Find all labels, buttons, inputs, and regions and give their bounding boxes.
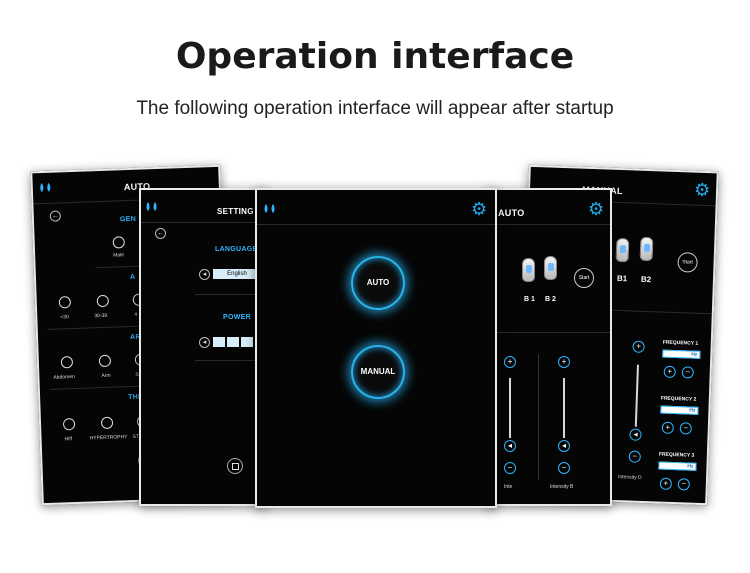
auto-button[interactable]: AUTO [351, 256, 405, 310]
probe-b1-label: B 1 [524, 296, 535, 303]
intensity-d-label: Intensity D [617, 474, 642, 481]
setting-screen: SETTING ← LANGUAGE ◂ English POWER ◂ [139, 188, 267, 506]
back-icon[interactable]: ← [49, 210, 61, 222]
therapy-option-hiff-label: Hiff [64, 436, 73, 443]
page-title: Operation interface [175, 36, 575, 77]
age-option-1[interactable] [58, 296, 72, 309]
frequency-3-input[interactable]: Hz [658, 461, 697, 471]
power-decrease-icon[interactable]: ◂ [199, 337, 210, 348]
therapy-option-hypertrophy-label: HYPERTROPHY [89, 434, 128, 442]
age-option-2-label: 30-39 [94, 312, 108, 320]
language-prev-icon[interactable]: ◂ [199, 269, 210, 280]
therapy-option-hiff[interactable] [62, 418, 76, 431]
screen-header: SETTING [217, 207, 254, 216]
probe-b1-icon[interactable] [615, 237, 630, 263]
probe-b2-label: B 2 [545, 296, 556, 303]
intensity-a-slider[interactable] [509, 378, 511, 438]
frequency-1-plus[interactable]: + [663, 365, 676, 379]
intensity-a-minus-button[interactable]: − [504, 462, 516, 474]
gender-section-label: GEN [119, 215, 137, 224]
age-option-2[interactable] [96, 294, 110, 308]
screen-header: AUTO [498, 208, 525, 218]
power-level-cell [213, 337, 225, 347]
probe-b1-icon[interactable] [522, 258, 535, 282]
intensity-slider[interactable] [634, 364, 639, 427]
intensity-b-slider[interactable] [563, 378, 565, 438]
frequency-3-minus[interactable]: − [677, 478, 691, 491]
gear-icon[interactable]: ⚙ [693, 179, 711, 201]
gear-icon[interactable]: ⚙ [588, 199, 605, 219]
power-label: POWER [223, 314, 251, 321]
probe-b2-icon[interactable] [544, 256, 557, 280]
language-select[interactable]: English [213, 269, 261, 279]
probe-b2-icon[interactable] [639, 236, 654, 262]
age-option-1-label: <30 [60, 314, 69, 321]
intensity-plus-button[interactable]: + [632, 340, 645, 353]
frequency-2-label: FREQUENCY 2 [660, 395, 697, 403]
back-icon[interactable]: ← [155, 228, 166, 239]
frequency-1-minus[interactable]: − [681, 366, 694, 379]
start-button[interactable]: Start [574, 268, 594, 288]
intensity-b-plus-button[interactable]: + [558, 356, 570, 368]
start-button[interactable]: Start [677, 252, 698, 273]
probe-b2-label: B2 [640, 274, 652, 285]
probe-logo-icon [40, 182, 51, 193]
intensity-a-plus-button[interactable]: + [504, 356, 516, 368]
power-level-cell [241, 337, 253, 347]
main-menu-screen: ⚙ AUTO MANUAL [255, 188, 497, 508]
frequency-1-input[interactable]: Hz [662, 349, 701, 359]
page-subtitle: The following operation interface will a… [136, 98, 614, 119]
gear-icon[interactable]: ⚙ [471, 199, 488, 219]
auto-menu-screen: AUTO ← GEN Male A <30 30-39 4 AR Abdomen… [30, 164, 232, 506]
age-section-label: A [129, 273, 136, 281]
frequency-2-minus[interactable]: − [679, 422, 692, 435]
area-option-arm[interactable] [98, 354, 112, 368]
intensity-b-knob[interactable]: ◂ [558, 440, 570, 452]
power-level-cell [227, 337, 239, 347]
frequency-3-plus[interactable]: + [659, 477, 673, 490]
frequency-2-input[interactable]: Hz [660, 405, 699, 415]
male-radio[interactable] [112, 236, 125, 249]
area-option-arm-label: Arm [101, 372, 111, 380]
language-label: LANGUAGE [215, 246, 258, 253]
probe-logo-icon [264, 204, 275, 213]
intensity-knob[interactable]: ◂ [629, 428, 642, 441]
area-option-abdomen[interactable] [60, 356, 74, 369]
save-icon[interactable] [227, 458, 243, 474]
age-option-3-label: 4 [134, 311, 138, 318]
probe-logo-icon [146, 202, 157, 211]
area-option-abdomen-label: Abdomen [53, 373, 75, 381]
frequency-2-plus[interactable]: + [661, 421, 674, 434]
male-label: Male [113, 252, 125, 259]
intensity-a-label: Inte [504, 484, 513, 490]
intensity-a-knob[interactable]: ◂ [504, 440, 516, 452]
frequency-3-label: FREQUENCY 3 [658, 451, 695, 459]
frequency-1-label: FREQUENCY 1 [662, 339, 699, 347]
therapy-option-hypertrophy[interactable] [100, 416, 114, 430]
auto-run-screen: AUTO ⚙ B 1 B 2 Start + ◂ − Inte + ◂ − In… [486, 188, 612, 506]
intensity-b-label: Intensity B [550, 484, 574, 490]
intensity-b-minus-button[interactable]: − [558, 462, 570, 474]
probe-b1-label: B1 [616, 273, 628, 284]
manual-button[interactable]: MANUAL [351, 345, 405, 399]
intensity-minus-button[interactable]: − [628, 450, 641, 463]
